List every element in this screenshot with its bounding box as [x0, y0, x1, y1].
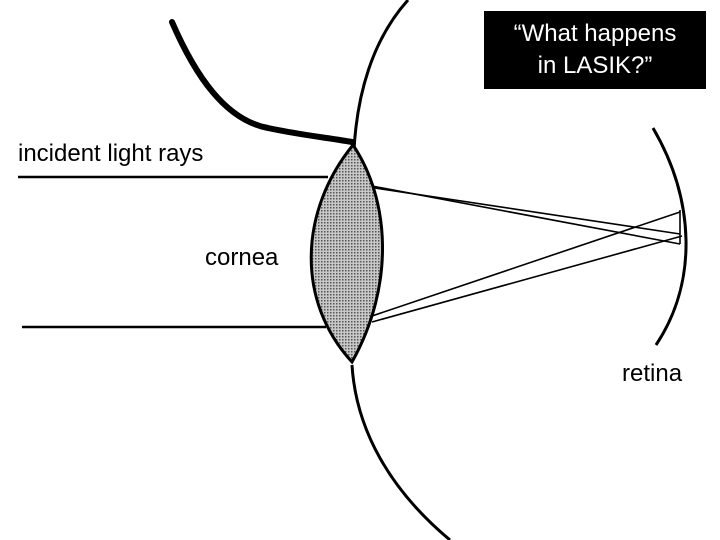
title-line-1: “What happens [513, 20, 677, 47]
refracted-rays [339, 179, 683, 323]
eyelid-curve [169, 19, 355, 145]
title-line-2: in LASIK?” [537, 52, 653, 79]
retina-arc [651, 127, 688, 346]
incident-light-rays-label: incident light rays [18, 140, 204, 167]
cornea-label: cornea [205, 244, 279, 271]
eyeball-outline [350, 0, 451, 540]
cornea-lens [309, 142, 384, 365]
retina-label: retina [622, 360, 683, 387]
title-box: “What happens in LASIK?” [484, 11, 706, 89]
